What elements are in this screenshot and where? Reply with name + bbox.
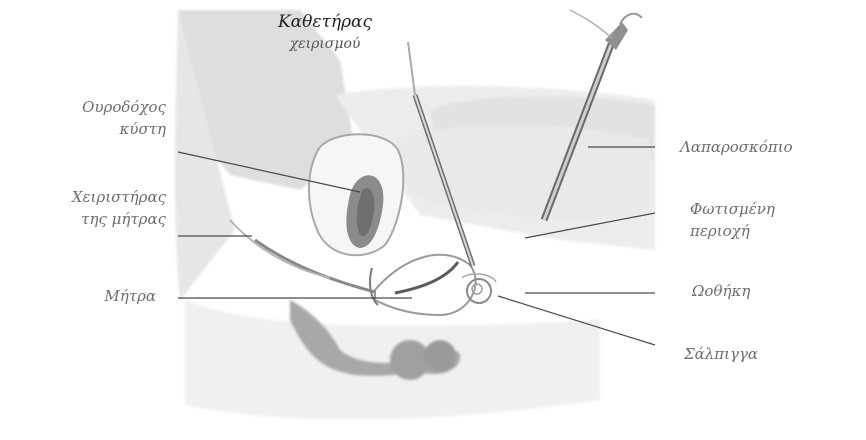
uterine-manipulator-label-line2: της μήτρας	[72, 208, 166, 230]
ovary-label: Ωοθήκη	[692, 280, 750, 302]
bladder-shape	[309, 134, 403, 255]
fallopian-tube-label: Σάλπιγγα	[684, 343, 758, 365]
catheter-label-line1: Καθετήρας	[270, 10, 380, 34]
laparoscope-label-line1: Λαπαροσκόπιο	[680, 136, 793, 158]
illuminated-area-label: Φωτισμένη περιοχή	[690, 198, 775, 242]
fallopian-tube-label-line1: Σάλπιγγα	[684, 343, 758, 365]
uterine-manipulator-label-line1: Χειριστήρας	[72, 186, 166, 208]
uterus-label: Μήτρα	[104, 285, 156, 307]
ovary-label-line1: Ωοθήκη	[692, 280, 750, 302]
uterus-label-line1: Μήτρα	[104, 285, 156, 307]
laparoscope-label: Λαπαροσκόπιο	[680, 136, 793, 158]
illuminated-area-label-line1: Φωτισμένη	[690, 198, 775, 220]
uterine-manipulator-label: Χειριστήρας της μήτρας	[72, 186, 166, 230]
illuminated-area-label-line2: περιοχή	[690, 220, 775, 242]
catheter-label: Καθετήρας χειρισμού	[270, 10, 380, 54]
bladder-label: Ουροδόχος κύστη	[82, 96, 166, 140]
bladder-label-line2: κύστη	[82, 118, 166, 140]
bladder-label-line1: Ουροδόχος	[82, 96, 166, 118]
catheter-label-line2: χειρισμού	[270, 34, 380, 54]
uterus-shape	[370, 255, 476, 315]
